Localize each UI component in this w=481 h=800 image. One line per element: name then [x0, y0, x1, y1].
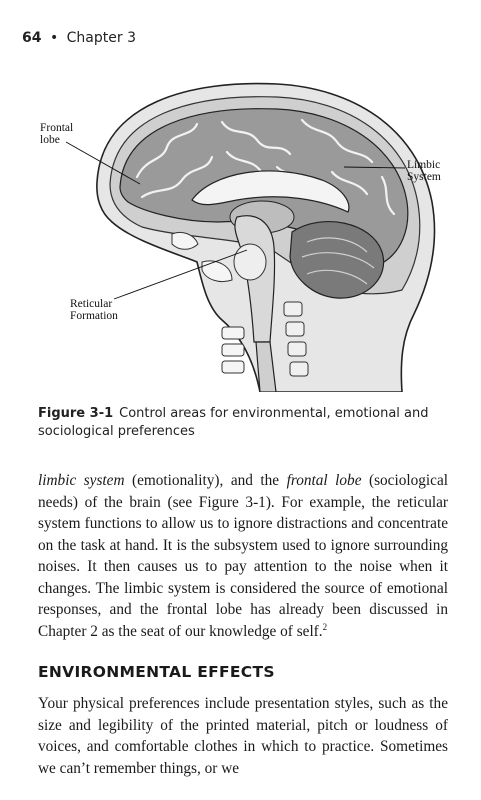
p1-segment-2: (emotionality), and the [124, 472, 287, 489]
term-limbic-system: limbic system [38, 472, 125, 489]
brain-illustration [65, 82, 436, 392]
label-reticular-formation: Reticular Formation [70, 298, 118, 322]
label-frontal-line2: lobe [40, 134, 60, 146]
label-limbic-line1: Limbic [407, 159, 441, 171]
label-frontal-line1: Frontal [40, 122, 74, 134]
body-paragraph-1: limbic system (emotionality), and the fr… [38, 470, 448, 642]
figure-caption-text: Control areas for environmental, emotion… [38, 406, 429, 439]
body-paragraph-2: Your physical preferences include presen… [38, 695, 448, 777]
p1-segment-4: (sociological needs) of the brain (see F… [38, 472, 448, 640]
running-head: 64 • Chapter 3 [22, 30, 136, 46]
footnote-reference: 2 [322, 621, 328, 632]
figure-number: Figure 3-1 [38, 406, 114, 421]
brain-figure: Frontal lobe Limbic System Reticular For… [22, 62, 462, 392]
label-reticular-line1: Reticular [70, 298, 113, 310]
label-limbic-system: Limbic System [407, 159, 441, 183]
chapter-title: Chapter 3 [66, 30, 136, 46]
label-limbic-line2: System [407, 171, 441, 183]
label-frontal-lobe: Frontal lobe [40, 122, 73, 146]
page-number: 64 [22, 30, 42, 46]
running-head-separator: • [49, 30, 59, 46]
section-heading: ENVIRONMENTAL EFFECTS [38, 663, 275, 681]
term-frontal-lobe: frontal lobe [286, 472, 362, 489]
label-reticular-line2: Formation [70, 310, 118, 322]
